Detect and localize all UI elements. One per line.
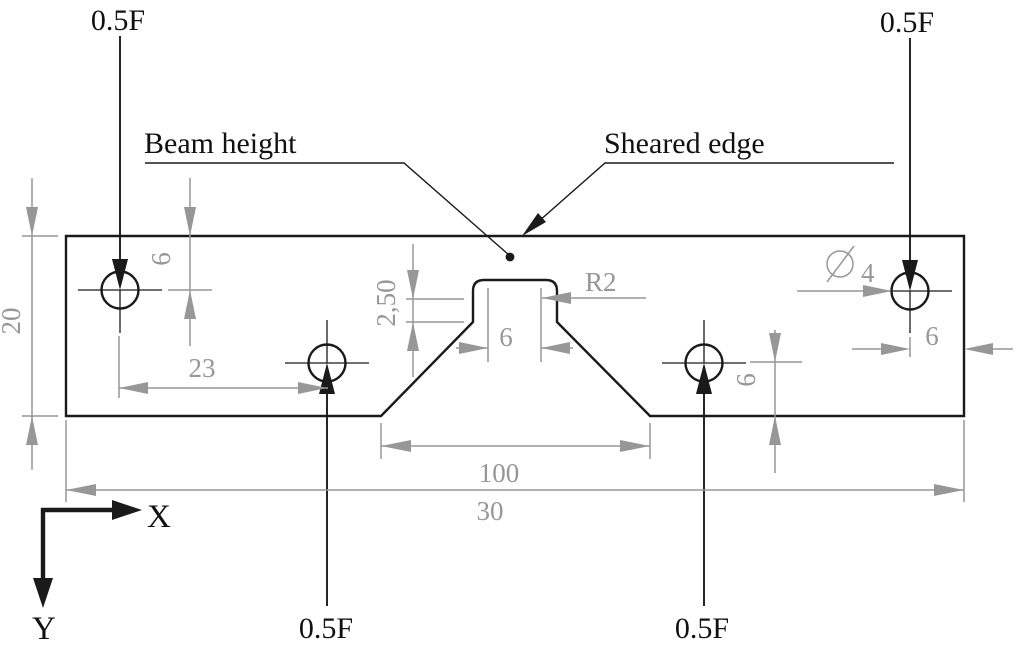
dim-value: 6	[731, 373, 761, 387]
y-axis-label: Y	[32, 611, 56, 647]
dim-arrowhead-right-icon	[934, 484, 964, 496]
force-label: 0.5F	[299, 612, 353, 645]
force-label: 0.5F	[880, 6, 934, 39]
dim-notch-span: 100	[380, 423, 651, 488]
force-label: 0.5F	[91, 4, 145, 37]
sheared-edge-leader	[529, 162, 894, 230]
dim-hole3-bottom-offset: 6	[731, 330, 802, 473]
force-label: 0.5F	[675, 612, 729, 645]
leader-arrowhead-icon	[522, 213, 546, 236]
force-arrowhead-down-icon	[902, 260, 918, 291]
dim-arrowhead-left-icon	[964, 343, 993, 355]
dim-hole1-top-offset: 6	[146, 178, 212, 346]
coordinate-axes: X Y	[32, 499, 171, 647]
sheared-edge-label: Sheared edge	[604, 127, 765, 160]
dim-arrowhead-left-icon	[381, 440, 411, 452]
dim-hole-diameter: 4	[797, 245, 892, 297]
dim-arrowhead-left-icon	[66, 484, 96, 496]
dim-hole4-edge-offset: 6	[852, 321, 1013, 357]
dim-value: 23	[189, 353, 216, 383]
dim-value: 20	[0, 308, 26, 335]
x-axis-arrowhead-icon	[112, 500, 142, 520]
dim-hole-spacing: 23	[118, 336, 328, 398]
dim-value: 6	[499, 322, 513, 352]
beam-height-leader	[145, 162, 510, 256]
dim-value: 100	[479, 458, 520, 488]
force-bottom-left: 0.5F	[299, 363, 353, 645]
dim-arrowhead-down-icon	[184, 207, 196, 236]
diameter-symbol-icon	[826, 250, 854, 278]
dim-arrowhead-up-icon	[407, 322, 419, 351]
dim-arrowhead-right-icon	[863, 285, 892, 297]
y-axis-arrowhead-icon	[33, 578, 53, 608]
x-axis-label: X	[147, 499, 171, 535]
dim-arrowhead-right-icon	[620, 440, 650, 452]
annotation-beam-height: Beam height	[144, 127, 515, 262]
dim-arrowhead-down-icon	[26, 207, 38, 236]
dim-plate-width: 30	[65, 420, 965, 526]
force-arrowhead-up-icon	[696, 363, 712, 394]
dim-arrowhead-down-icon	[769, 333, 781, 362]
dim-arrowhead-right-icon	[459, 342, 488, 354]
beam-height-label: Beam height	[144, 127, 297, 160]
dim-arrowhead-left-icon	[541, 342, 570, 354]
force-top-right: 0.5F	[880, 6, 934, 291]
dim-arrowhead-up-icon	[769, 416, 781, 445]
dim-arrowhead-left-icon	[542, 292, 571, 304]
dim-tab-width: 6	[456, 288, 573, 362]
dim-value: R2	[585, 267, 617, 297]
dim-arrowhead-up-icon	[184, 290, 196, 319]
dim-value: 6	[146, 252, 176, 266]
dim-value: 4	[861, 258, 875, 288]
dim-arrowhead-up-icon	[26, 416, 38, 445]
force-arrowhead-down-icon	[112, 259, 128, 290]
annotation-sheared-edge: Sheared edge	[522, 127, 894, 236]
plate-outline	[64, 234, 966, 418]
dim-plate-height: 20	[0, 178, 58, 470]
diameter-symbol-slash	[826, 245, 855, 283]
force-arrowhead-up-icon	[319, 363, 335, 394]
force-bottom-right: 0.5F	[675, 363, 729, 645]
force-top-left: 0.5F	[91, 4, 145, 290]
dim-arrowhead-left-icon	[119, 382, 148, 394]
dim-arrowhead-right-icon	[881, 343, 910, 355]
dim-arrowhead-down-icon	[407, 270, 419, 299]
dim-value: 2,50	[371, 279, 401, 326]
dim-value: 30	[477, 496, 504, 526]
dim-fillet-radius: R2	[542, 267, 646, 304]
dim-value: 6	[925, 321, 939, 351]
leader-dot-icon	[505, 252, 515, 262]
dim-tab-side: 2,50	[371, 244, 464, 377]
dim-arrowhead-right-icon	[298, 382, 327, 394]
